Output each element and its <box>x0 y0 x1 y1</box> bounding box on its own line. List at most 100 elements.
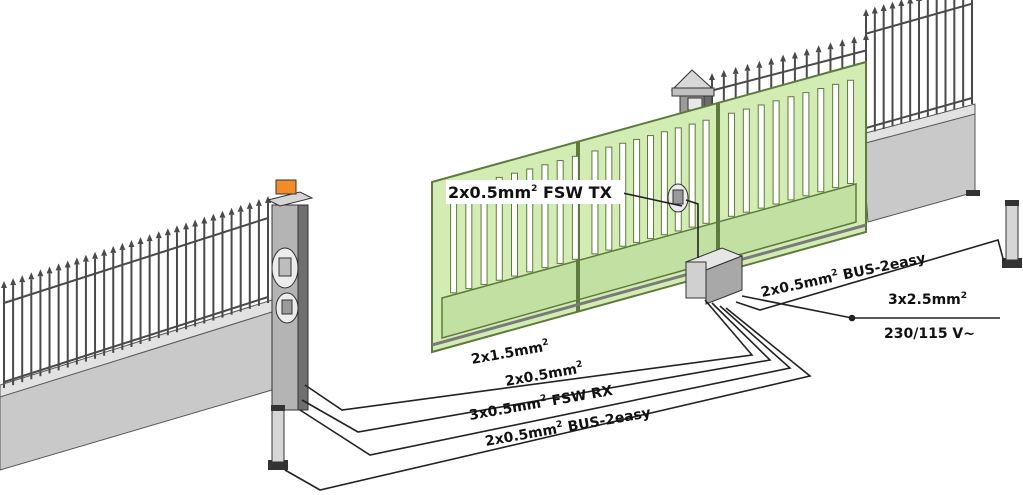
bollard-base <box>268 460 288 470</box>
fence-spike <box>237 204 244 212</box>
lamp-cable-label: 2x0.5mm2 <box>504 359 585 389</box>
fence-spike <box>815 45 822 53</box>
gate-bar <box>832 83 840 189</box>
gate-bar <box>772 100 780 205</box>
fence-spike <box>28 272 35 280</box>
fence-spike <box>164 228 171 236</box>
cable-fsw-rx <box>299 305 792 456</box>
fence-spike <box>183 222 190 230</box>
fence-spike <box>101 248 108 256</box>
bollard-body <box>271 407 285 463</box>
gate-bar <box>674 127 682 232</box>
photocell-tx <box>667 183 689 213</box>
bollard-body <box>1005 203 1019 261</box>
fence-spike <box>255 198 262 206</box>
gate-bar <box>571 155 579 260</box>
cable-motor <box>304 299 754 411</box>
fence-spike <box>146 234 153 242</box>
fence-spike <box>871 6 878 14</box>
fence-spike <box>228 207 235 215</box>
fence-spike <box>219 210 226 218</box>
motor-front <box>685 261 707 299</box>
cable-fsw-tx <box>685 199 699 258</box>
gate-bar <box>757 104 765 209</box>
fence-rail <box>711 49 867 92</box>
fence-spike <box>756 60 763 68</box>
fence-rail <box>3 217 269 304</box>
bollard-right <box>1002 200 1022 268</box>
cable-lamp <box>301 302 772 433</box>
gate-post-left <box>266 179 314 411</box>
fence-spike <box>201 216 208 224</box>
gate-rack <box>431 223 867 347</box>
fence-spike <box>110 245 117 253</box>
fence-spike <box>791 51 798 59</box>
fence-spike <box>173 225 180 233</box>
cables <box>284 191 1005 491</box>
cable-bus-right <box>735 239 1005 311</box>
gate-bar <box>817 88 825 193</box>
fence-spike <box>898 0 905 6</box>
gate-bar <box>787 96 795 201</box>
power-cable-label: 3x2.5mm2 <box>888 291 967 308</box>
post-side <box>297 204 309 411</box>
fence-spike <box>64 260 71 268</box>
fence-spike <box>803 48 810 56</box>
fence-spike <box>19 275 26 283</box>
post-cap-base <box>671 87 715 97</box>
fence-spike <box>863 33 869 40</box>
fence-spike <box>119 242 126 250</box>
fence-spike <box>137 237 144 245</box>
keypad-face <box>278 257 292 277</box>
wall-end-foot <box>966 190 980 196</box>
fence-spike <box>880 4 887 11</box>
fence-spike <box>709 73 715 80</box>
fence-spike <box>192 219 199 227</box>
fence-spike <box>851 36 858 44</box>
fence-spike <box>73 257 80 265</box>
gate-bar <box>702 119 710 224</box>
fence-spike <box>246 201 253 209</box>
bollard-base <box>1002 258 1022 268</box>
sliding-gate <box>431 60 867 354</box>
fence-spike <box>768 57 775 65</box>
fence-spike <box>92 251 99 259</box>
gate-bar <box>495 176 503 281</box>
fence-spike <box>827 42 834 50</box>
power-voltage-label: 230/115 V~ <box>884 326 975 342</box>
bollard-cap <box>271 405 285 411</box>
power-junction <box>848 314 856 322</box>
motor-side <box>705 255 743 305</box>
fence-spike <box>128 239 135 247</box>
left-fence-bars <box>1 196 271 388</box>
leader-fsw-tx <box>617 191 683 207</box>
fsw-tx-label-bg <box>446 180 624 204</box>
gate-motor <box>684 247 744 305</box>
fence-spike <box>839 39 846 47</box>
gate-bar <box>688 123 696 228</box>
fence-spike <box>916 0 922 1</box>
gate-bar <box>802 92 810 197</box>
fence-spike <box>46 266 53 274</box>
gate-bar <box>742 108 750 213</box>
gate-bar <box>660 131 668 236</box>
fence-spike <box>863 9 869 16</box>
fence-spike <box>780 54 787 62</box>
gate-bar <box>647 135 654 240</box>
fence-spike <box>82 254 89 262</box>
photocell-rx-face <box>281 299 293 315</box>
fence-spike <box>155 231 162 239</box>
fence-spike <box>37 269 44 277</box>
gate-bar <box>450 189 458 294</box>
left-fence <box>0 196 273 471</box>
gate-bar <box>556 160 564 264</box>
gate-bar <box>511 172 518 277</box>
post-cap <box>670 69 716 91</box>
fence-spike <box>10 278 17 286</box>
cable-bus-left <box>284 307 812 491</box>
gate-bar <box>541 164 549 269</box>
gate-bar <box>847 79 855 184</box>
fence-spike <box>210 213 217 221</box>
flashing-lamp <box>275 179 297 195</box>
